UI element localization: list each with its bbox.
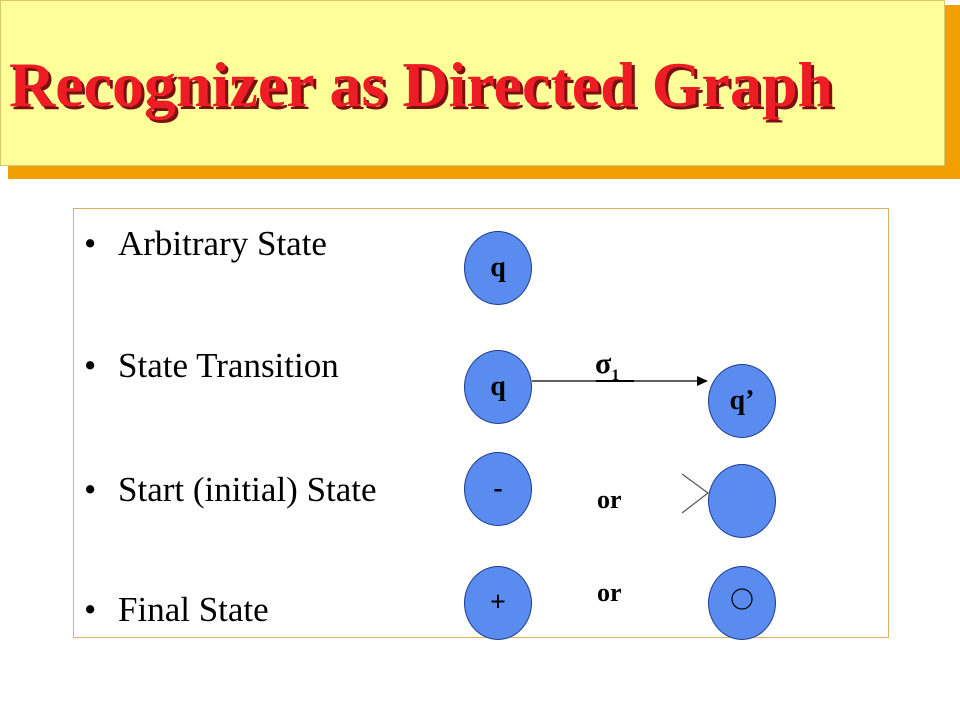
bullet-start-state: • Start (initial) State	[84, 472, 377, 507]
final-or-label: or	[597, 578, 622, 607]
transition-symbol-label: σ1	[595, 349, 619, 384]
final-state-node: +	[464, 566, 532, 640]
bullet-dot: •	[84, 590, 97, 629]
arbitrary-state-node: q	[464, 231, 532, 305]
state-label: q	[490, 252, 506, 283]
bullet-label: Arbitrary State	[118, 224, 327, 263]
bullet-final-state: • Final State	[84, 592, 269, 627]
bullet-label: Final State	[118, 590, 269, 629]
transition-source-node: q	[464, 350, 532, 424]
bullet-arbitrary-state: • Arbitrary State	[84, 226, 327, 261]
sigma-symbol: σ	[595, 347, 612, 380]
start-chevron-icon	[681, 473, 710, 514]
state-label: q	[490, 371, 506, 402]
start-state-alt-node	[708, 464, 776, 538]
transition-target-node: q’	[708, 364, 776, 438]
final-inner-circle-icon	[731, 588, 753, 610]
arrowhead-icon	[697, 376, 708, 386]
bullet-dot: •	[84, 346, 97, 385]
start-or-label: or	[597, 485, 622, 514]
bullet-dot: •	[84, 224, 97, 263]
state-label: q’	[729, 385, 755, 416]
state-label: +	[490, 587, 506, 618]
content-box	[73, 208, 889, 638]
bullet-label: State Transition	[118, 346, 339, 385]
bullet-dot: •	[84, 470, 97, 509]
slide-title: Recognizer as Directed Graph	[9, 49, 834, 120]
start-state-node: -	[464, 452, 532, 526]
bullet-state-transition: • State Transition	[84, 348, 339, 383]
bullet-label: Start (initial) State	[118, 470, 377, 509]
state-label: -	[493, 473, 503, 504]
title-banner: Recognizer as Directed Graph	[0, 0, 945, 166]
final-state-alt-node	[708, 566, 776, 640]
sigma-subscript: 1	[611, 367, 620, 384]
